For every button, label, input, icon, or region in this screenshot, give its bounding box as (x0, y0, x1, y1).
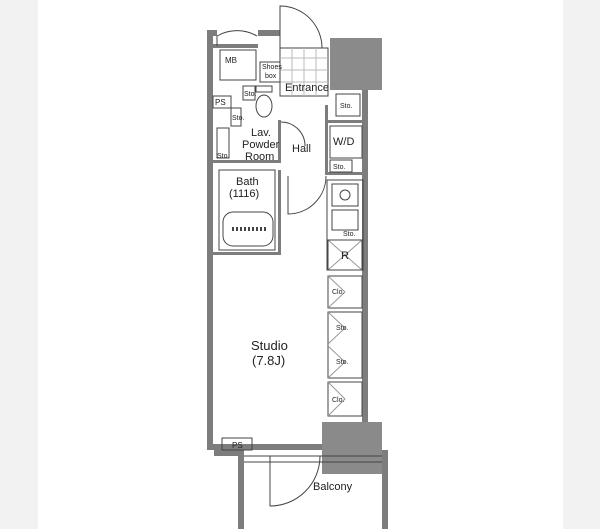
lav-sink (216, 127, 230, 159)
toilet-tank (255, 85, 273, 93)
fixtures (212, 5, 382, 507)
lav-door-swing (280, 121, 306, 147)
label-sto-entrance: Sto. (340, 103, 353, 110)
sto-box (327, 311, 363, 379)
label-studio-2: (7.8J) (252, 353, 285, 368)
wd-box (329, 125, 363, 159)
label-hall: Hall (292, 143, 311, 155)
entrance-tiles (280, 48, 328, 96)
bathtub (222, 211, 274, 247)
entrance-sto-box (335, 93, 361, 117)
closet-2-box (327, 381, 363, 417)
balcony-door-swing (269, 455, 321, 507)
toilet (255, 94, 273, 118)
shoes-box (259, 61, 281, 83)
label-shoes-box-2: box (265, 73, 277, 80)
label-clo-2: Clo. (332, 397, 345, 404)
balcony-left-wall (238, 450, 244, 529)
lav-right-wall (278, 120, 281, 160)
columns (322, 38, 382, 474)
left-wall (207, 30, 213, 450)
label-bath-2: (1116) (229, 188, 259, 200)
label-sto-small-b: Sto. (244, 91, 257, 98)
kitchen-sink (331, 209, 359, 231)
bath-right-wall (278, 170, 281, 252)
closet-1-box (327, 275, 363, 309)
walls (207, 30, 388, 529)
top-wall-left (207, 30, 217, 36)
ps-bottom-box (221, 437, 253, 451)
label-bath-1: Bath (236, 176, 259, 188)
label-entrance: Entrance (285, 82, 329, 94)
wd-top-wall (325, 120, 365, 123)
hall-door-swing (287, 175, 327, 215)
lav-bottom-wall (213, 160, 281, 163)
wd-bottom-wall (325, 172, 365, 175)
bath-room-box (218, 169, 276, 251)
label-sto-lav: Sto. (217, 153, 230, 160)
entrance-door-swing (279, 5, 323, 49)
label-mb: MB (225, 56, 237, 65)
closet-1-door (327, 275, 346, 309)
balcony-rail (244, 455, 382, 463)
label-wd: W/D (333, 136, 354, 148)
label-ps-bottom: PS (232, 441, 243, 450)
bottom-wall-left (214, 450, 244, 456)
fridge-box (327, 239, 363, 271)
stove-burner (339, 189, 351, 201)
balcony-right-wall (382, 450, 388, 529)
label-lav-2: Powder (242, 139, 280, 151)
label-sto-1: Sto. (336, 325, 349, 332)
label-shoes-box-1: Shoes (262, 64, 282, 71)
labels: MB Shoes box Entrance Sto. PS Sto. Sto. … (215, 56, 356, 493)
label-studio-1: Studio (251, 338, 288, 353)
hall-sto-box (329, 159, 353, 173)
label-sto-small-a: Sto. (232, 115, 245, 122)
mb-door-swing (216, 30, 258, 46)
sto-doors (327, 311, 346, 379)
sto-small-b-box (242, 85, 256, 101)
top-wall-mid (258, 30, 280, 36)
column-top-right (330, 38, 382, 90)
sto-small-box (230, 107, 242, 127)
bottom-wall (207, 444, 323, 450)
label-sto-kitchen: Sto. (343, 231, 356, 238)
ps-top-box (212, 95, 232, 109)
label-sto-hall: Sto. (333, 164, 346, 171)
closet-2-door (327, 381, 346, 417)
label-lav-3: Room (245, 151, 274, 163)
right-wall (362, 86, 368, 426)
fridge-cross (327, 239, 363, 271)
label-sto-2: Sto. (336, 359, 349, 366)
label-lav-1: Lav. (251, 127, 271, 139)
mb-top-wall (213, 44, 258, 48)
column-bottom-right (322, 422, 382, 474)
label-fridge: R (341, 250, 349, 262)
label-ps-top: PS (215, 98, 226, 107)
label-clo-1: Clo. (332, 289, 345, 296)
bath-bottom-wall (213, 252, 281, 255)
stove (331, 183, 359, 207)
hall-right-wall (325, 105, 328, 173)
mb-box (219, 49, 257, 81)
floor-plan-sheet (38, 0, 563, 529)
label-balcony: Balcony (313, 481, 353, 493)
